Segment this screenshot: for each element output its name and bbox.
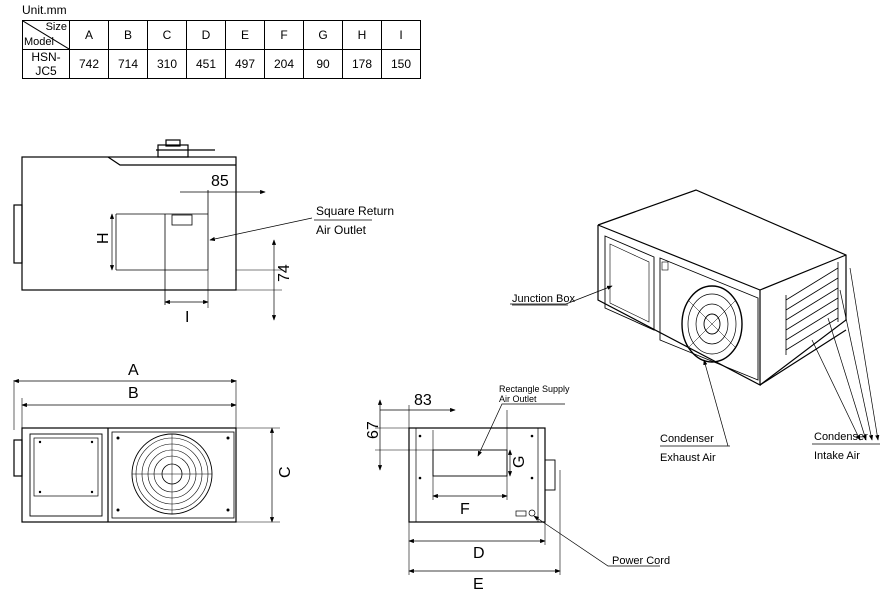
junction-box-label: Junction Box [512,293,575,305]
junction-panel [29,433,103,517]
dim-b: B [128,385,139,402]
iso-fan-hub [703,313,721,335]
iso-front-face [597,225,761,386]
table-row: HSN-JC5 742 714 310 451 497 204 90 178 1… [22,49,421,79]
dim-h: H [95,232,112,244]
value-cell-i: 150 [381,49,421,79]
col-header-i: I [381,20,421,50]
supply-air-outlet [432,449,508,477]
dim-67: 67 [365,421,382,439]
side-view-top-step [107,156,236,166]
bottom-view-side-fitting [544,459,556,491]
power-cord-label: Power Cord [612,555,670,567]
value-cell-g: 90 [303,49,343,79]
model-cell: HSN-JC5 [22,49,70,79]
value-cell-e: 497 [225,49,265,79]
front-view-body [21,427,237,523]
table-header-row: Size Model A B C D E F G H I [22,20,421,50]
col-header-b: B [108,20,148,50]
iso-fan-panel [659,257,759,381]
col-header-f: F [264,20,304,50]
dim-g: G [511,456,528,468]
bottom-view-body [408,427,546,523]
dim-i: I [185,309,189,326]
dim-85: 85 [211,173,229,190]
condenser-intake-sublabel: Intake Air [814,450,860,462]
dim-74: 74 [276,264,293,282]
bottom-view [375,399,660,575]
unit-label: Unit.mm [22,3,67,17]
size-header: Size [45,21,67,33]
dim-c: C [277,466,294,478]
rect-supply-sublabel: Air Outlet [499,394,537,404]
col-header-h: H [342,20,382,50]
col-header-e: E [225,20,265,50]
dim-d: D [473,545,485,562]
value-cell-h: 178 [342,49,382,79]
value-cell-d: 451 [186,49,226,79]
size-model-header-cell: Size Model [22,20,70,50]
value-cell-f: 204 [264,49,304,79]
dim-a: A [128,362,139,379]
condenser-intake-label: Condenser [814,431,868,443]
side-view-junction-stub [13,204,23,264]
isometric-view [510,189,880,447]
iso-junction-box [604,235,655,331]
square-return-label: Square Return [316,204,394,218]
condenser-exhaust-label: Condenser [660,433,714,445]
rect-supply-label: Rectangle Supply [499,384,570,394]
square-return-sublabel: Air Outlet [316,223,367,237]
dim-e: E [473,576,484,593]
side-view-top-fitting [157,144,189,158]
intake-fins [785,267,839,301]
dim-f: F [460,501,470,518]
front-view [13,378,280,523]
col-header-d: D [186,20,226,50]
dimension-table: Size Model A B C D E F G H I HSN-JC5 742… [22,20,421,79]
condenser-exhaust-sublabel: Exhaust Air [660,452,716,464]
iso-fan-guard [681,285,743,363]
return-grille [171,214,193,226]
dim-83: 83 [414,392,432,409]
junction-panel-inner [33,437,99,497]
side-view [13,139,313,321]
value-cell-b: 714 [108,49,148,79]
model-header: Model [24,36,54,48]
